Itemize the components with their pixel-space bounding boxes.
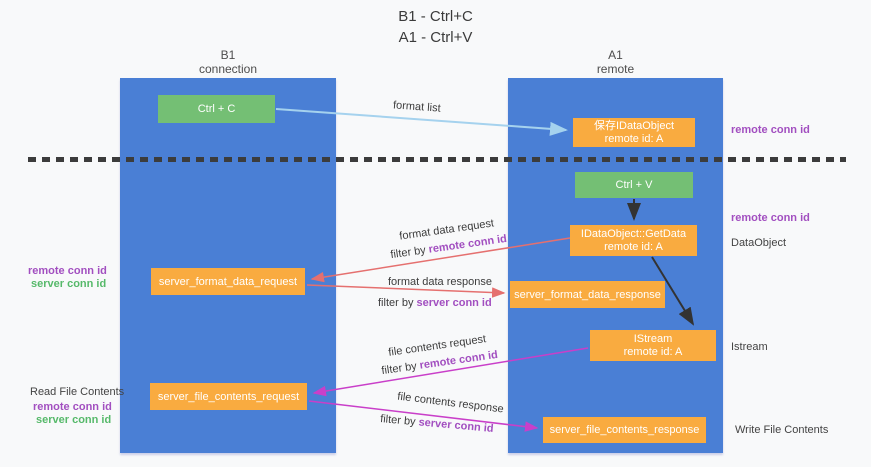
istream-line1: IStream <box>633 332 673 345</box>
right-dataobject-label: DataObject <box>731 237 787 249</box>
left-lifeline-header: B1 connection <box>120 48 336 76</box>
right-remote-conn-id-top-label: remote conn id <box>731 124 810 136</box>
diagram-title: B1 - Ctrl+C A1 - Ctrl+V <box>0 6 871 48</box>
server-format-data-request-box: server_format_data_request <box>151 268 305 295</box>
server-format-data-request-label: server_format_data_request <box>158 275 298 288</box>
save-idataobject-line2: remote id: A <box>604 132 664 145</box>
server-file-contents-request-label: server_file_contents_request <box>157 390 300 403</box>
server-conn-id-key: server conn id <box>416 297 492 309</box>
ctrl-c-action-box: Ctrl + C <box>158 95 275 123</box>
filter-by-text: filter by <box>380 359 421 378</box>
title-line-2: A1 - Ctrl+V <box>398 29 473 46</box>
ctrl-v-action-box: Ctrl + V <box>575 172 693 198</box>
save-idataobject-line1: 保存IDataObject <box>593 119 675 132</box>
getdata-line1: IDataObject::GetData <box>580 227 687 240</box>
format-list-edge-label: format list <box>392 99 442 115</box>
format-data-response-filter-label: filter by server conn id <box>378 297 492 309</box>
right-remote-conn-id-mid-label: remote conn id <box>731 212 810 224</box>
server-file-contents-response-box: server_file_contents_response <box>543 417 706 443</box>
left-read-file-contents-label: Read File Contents <box>30 386 125 398</box>
idataobject-getdata-box: IDataObject::GetData remote id: A <box>570 225 697 256</box>
istream-line2: remote id: A <box>623 345 683 358</box>
server-format-data-response-label: server_format_data_response <box>514 288 661 301</box>
filter-by-text: filter by <box>379 413 420 429</box>
istream-box: IStream remote id: A <box>590 330 716 361</box>
left-lifeline-role: connection <box>198 62 258 76</box>
right-lifeline-header: A1 remote <box>508 48 723 76</box>
save-idataobject-box: 保存IDataObject remote id: A <box>573 118 695 147</box>
title-line-1: B1 - Ctrl+C <box>398 8 473 25</box>
left-server-conn-id-label: server conn id <box>31 278 107 290</box>
getdata-line2: remote id: A <box>604 240 663 253</box>
file-contents-response-filter-label: filter by server conn id <box>380 413 494 435</box>
ctrl-c-label: Ctrl + C <box>197 103 236 115</box>
server-file-contents-request-box: server_file_contents_request <box>150 383 307 410</box>
filter-by-text: filter by <box>389 243 430 262</box>
ctrl-v-label: Ctrl + V <box>615 179 653 191</box>
right-lifeline-role: remote <box>596 62 635 76</box>
format-data-response-edge-label: format data response <box>388 276 492 288</box>
server-file-contents-response-label: server_file_contents_response <box>549 424 700 436</box>
left-server-conn-id-label-2: server conn id <box>36 414 112 426</box>
left-lifeline-name: B1 <box>220 48 236 62</box>
session-separator-line <box>28 157 846 162</box>
left-remote-conn-id-label: remote conn id <box>28 265 107 277</box>
right-write-file-contents-label: Write File Contents <box>735 424 829 436</box>
server-format-data-response-box: server_format_data_response <box>510 281 665 308</box>
filter-by-text: filter by <box>378 297 417 309</box>
right-istream-label: Istream <box>731 341 768 353</box>
server-conn-id-key: server conn id <box>418 416 495 435</box>
right-lifeline-name: A1 <box>608 48 623 62</box>
left-remote-conn-id-label-2: remote conn id <box>33 401 112 413</box>
file-contents-response-edge-label: file contents response <box>396 390 505 416</box>
